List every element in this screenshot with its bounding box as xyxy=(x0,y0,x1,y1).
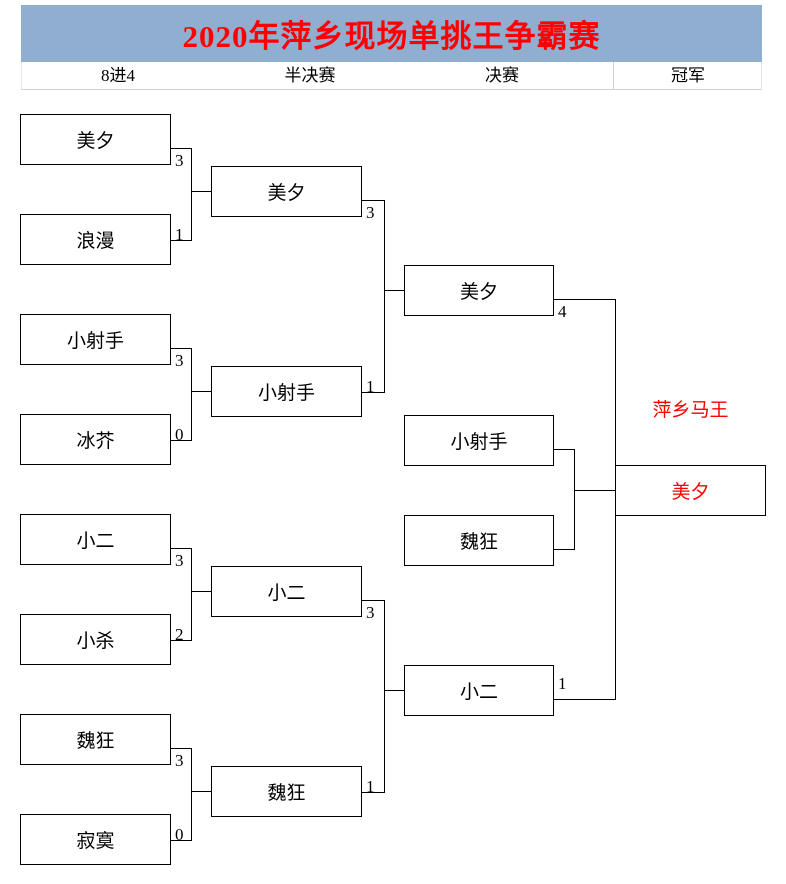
connector-f-4-in xyxy=(384,690,404,691)
connector-r8-1-out xyxy=(171,148,191,149)
connector-sf-4-out xyxy=(362,792,384,793)
final-score-1: 4 xyxy=(558,302,567,321)
connector-sf-1-out xyxy=(362,200,384,201)
connector-f-4-join xyxy=(384,600,385,793)
connector-sf-2-join xyxy=(191,348,192,441)
connector-sf-3-in xyxy=(191,591,211,592)
r8-score-6: 2 xyxy=(175,625,184,644)
r8-box-3[interactable]: 小射手 xyxy=(20,314,171,365)
sf-box-4[interactable]: 魏狂 xyxy=(211,766,362,817)
sf-score-4: 1 xyxy=(366,777,375,796)
tournament-title-bar: 2020年萍乡现场单挑王争霸赛 xyxy=(21,5,762,62)
connector-r8-8-out xyxy=(171,840,191,841)
connector-sf-3-join xyxy=(191,548,192,641)
connector-f-1-join xyxy=(384,200,385,393)
r8-box-4[interactable]: 冰芥 xyxy=(20,414,171,465)
connector-r8-6-out xyxy=(171,640,191,641)
connector-r8-4-out xyxy=(171,440,191,441)
final-box-3[interactable]: 魏狂 xyxy=(404,515,554,566)
connector-sf-1-join xyxy=(191,148,192,241)
sf-score-1: 3 xyxy=(366,203,375,222)
round-header-divider xyxy=(613,62,614,90)
champion-title-label: 萍乡马王 xyxy=(652,400,729,421)
connector-sf-3-out xyxy=(362,600,384,601)
round-header-r8: 8进4 xyxy=(101,66,135,85)
sf-box-2[interactable]: 小射手 xyxy=(211,366,362,417)
final-box-2[interactable]: 小射手 xyxy=(404,415,554,466)
r8-box-7[interactable]: 魏狂 xyxy=(20,714,171,765)
connector-r8-2-out xyxy=(171,240,191,241)
final-score-4: 1 xyxy=(558,674,567,693)
champion-box[interactable]: 美夕 xyxy=(615,465,766,516)
r8-box-1[interactable]: 美夕 xyxy=(20,114,171,165)
r8-score-7: 3 xyxy=(175,751,184,770)
r8-score-2: 1 xyxy=(175,225,184,244)
connector-r8-7-out xyxy=(171,748,191,749)
round-header-semifinal: 半决赛 xyxy=(284,66,336,85)
connector-sf-2-out xyxy=(362,392,384,393)
connector-sf-2-in xyxy=(191,391,211,392)
connector-sf-4-in xyxy=(191,791,211,792)
r8-score-8: 0 xyxy=(175,825,184,844)
connector-final-23-to-champ xyxy=(574,490,615,491)
r8-box-8[interactable]: 寂寞 xyxy=(20,814,171,865)
final-box-4[interactable]: 小二 xyxy=(404,665,554,716)
sf-score-2: 1 xyxy=(366,377,375,396)
r8-score-3: 3 xyxy=(175,351,184,370)
connector-r8-5-out xyxy=(171,548,191,549)
final-box-1[interactable]: 美夕 xyxy=(404,265,554,316)
connector-final-23-join xyxy=(574,449,575,550)
round-header-final: 决赛 xyxy=(485,66,519,85)
connector-r8-3-out xyxy=(171,348,191,349)
connector-f-1-in xyxy=(384,290,404,291)
r8-score-4: 0 xyxy=(175,425,184,444)
connector-final-1-out xyxy=(554,299,615,300)
connector-sf-4-join xyxy=(191,748,192,841)
connector-final-3-out xyxy=(554,549,574,550)
r8-score-5: 3 xyxy=(175,551,184,570)
sf-box-3[interactable]: 小二 xyxy=(211,566,362,617)
sf-box-1[interactable]: 美夕 xyxy=(211,166,362,217)
connector-sf-1-in xyxy=(191,191,211,192)
connector-final-4-out xyxy=(554,699,615,700)
round-header-champion: 冠军 xyxy=(671,66,705,85)
connector-final-2-out xyxy=(554,449,574,450)
sf-score-3: 3 xyxy=(366,603,375,622)
r8-score-1: 3 xyxy=(175,151,184,170)
round-header-row: 8进4 半决赛 决赛 冠军 xyxy=(21,62,762,90)
r8-box-2[interactable]: 浪漫 xyxy=(20,214,171,265)
r8-box-6[interactable]: 小杀 xyxy=(20,614,171,665)
page-title: 2020年萍乡现场单挑王争霸赛 xyxy=(182,19,601,54)
r8-box-5[interactable]: 小二 xyxy=(20,514,171,565)
